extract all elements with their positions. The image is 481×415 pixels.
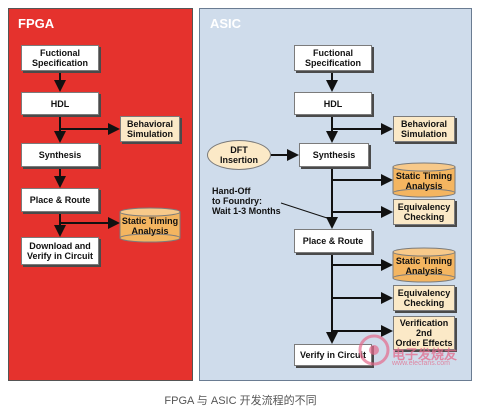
asic-step-spec: Fuctional Specification	[294, 45, 372, 71]
asic-sta-cylinder-2	[392, 247, 456, 283]
fpga-step-hdl: HDL	[21, 92, 99, 115]
fpga-sta-label: Static Timing Analysis	[121, 216, 179, 236]
asic-handoff-note: Hand-Off to Foundry: Wait 1-3 Months	[212, 186, 281, 216]
asic-dft-insertion: DFT Insertion	[207, 140, 271, 170]
asic-step-verify-circuit: Verify in Circuit	[294, 344, 372, 366]
asic-behavioral-simulation: Behavioral Simulation	[393, 116, 455, 142]
fpga-title: FPGA	[18, 16, 55, 31]
fpga-step-download-verify: Download and Verify in Circuit	[21, 237, 99, 265]
asic-equivalency-checking-1: Equivalency Checking	[393, 199, 455, 225]
asic-sta-label-1: Static Timing Analysis	[395, 171, 453, 191]
fpga-sta-cylinder	[119, 207, 181, 243]
fpga-step-spec: Fuctional Specification	[21, 45, 99, 71]
figure-caption: FPGA 与 ASIC 开发流程的不同	[164, 395, 317, 407]
asic-step-hdl: HDL	[294, 92, 372, 115]
asic-title: ASIC	[210, 16, 242, 31]
watermark-text: 电子发烧友	[392, 347, 458, 362]
asic-verification-2nd-order: Verification 2nd Order Effects	[393, 316, 455, 350]
fpga-step-synthesis: Synthesis	[21, 143, 99, 167]
watermark-url: www.elecfans.com	[392, 360, 450, 367]
asic-equivalency-checking-2: Equivalency Checking	[393, 285, 455, 311]
asic-sta-cylinder-1	[392, 162, 456, 198]
fpga-behavioral-simulation: Behavioral Simulation	[120, 116, 180, 142]
asic-step-place-route: Place & Route	[294, 229, 372, 253]
asic-step-synthesis: Synthesis	[299, 143, 369, 167]
asic-sta-label-2: Static Timing Analysis	[395, 256, 453, 276]
fpga-step-place-route: Place & Route	[21, 188, 99, 212]
elecfans-logo-icon	[358, 334, 390, 366]
